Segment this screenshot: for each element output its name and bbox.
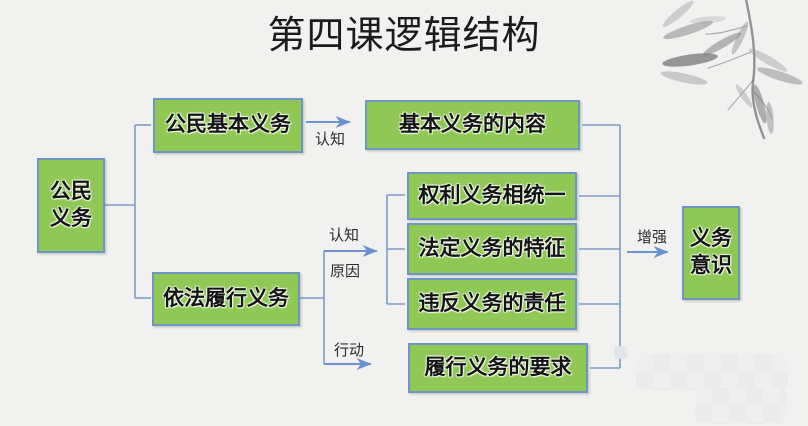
- node-violation-responsibility: 违反义务的责任: [407, 278, 577, 330]
- node-fulfill-duty-by-law: 依法履行义务: [152, 272, 300, 326]
- node-label-line: 公民: [50, 179, 92, 203]
- node-legal-duty-features: 法定义务的特征: [407, 223, 577, 275]
- node-label: 公民基本义务: [165, 113, 291, 137]
- node-label: 法定义务的特征: [418, 236, 566, 260]
- node-label: 权利义务相统一: [418, 183, 566, 207]
- node-citizen-duty: 公民 义务: [37, 158, 105, 253]
- watermark-artifact: [614, 346, 627, 359]
- blurred-watermark: [636, 354, 788, 390]
- arrow-label-action: 行动: [334, 342, 365, 359]
- node-basic-duty-content: 基本义务的内容: [365, 100, 580, 150]
- node-label: 违反义务的责任: [418, 291, 566, 315]
- node-label-line: 义务: [690, 227, 732, 251]
- arrow-label-cognition-mid: 认知: [329, 227, 360, 244]
- node-label: 履行义务的要求: [424, 355, 572, 379]
- node-label: 依法履行义务: [163, 286, 289, 310]
- node-label-line: 义务: [50, 206, 92, 230]
- node-rights-duty-unity: 权利义务相统一: [407, 172, 577, 220]
- node-duty-awareness: 义务 意识: [682, 206, 740, 300]
- node-basic-duty: 公民基本义务: [153, 98, 303, 153]
- page-title: 第四课逻辑结构: [267, 15, 541, 57]
- node-label: 基本义务的内容: [399, 112, 546, 136]
- blurred-watermark: [695, 388, 787, 424]
- arrow-label-reason: 原因: [330, 263, 361, 280]
- node-fulfill-requirements: 履行义务的要求: [408, 343, 588, 393]
- arrow-label-enhance: 增强: [637, 229, 668, 246]
- node-label-line: 意识: [690, 254, 732, 277]
- arrow-label-cognition-top: 认知: [315, 131, 346, 148]
